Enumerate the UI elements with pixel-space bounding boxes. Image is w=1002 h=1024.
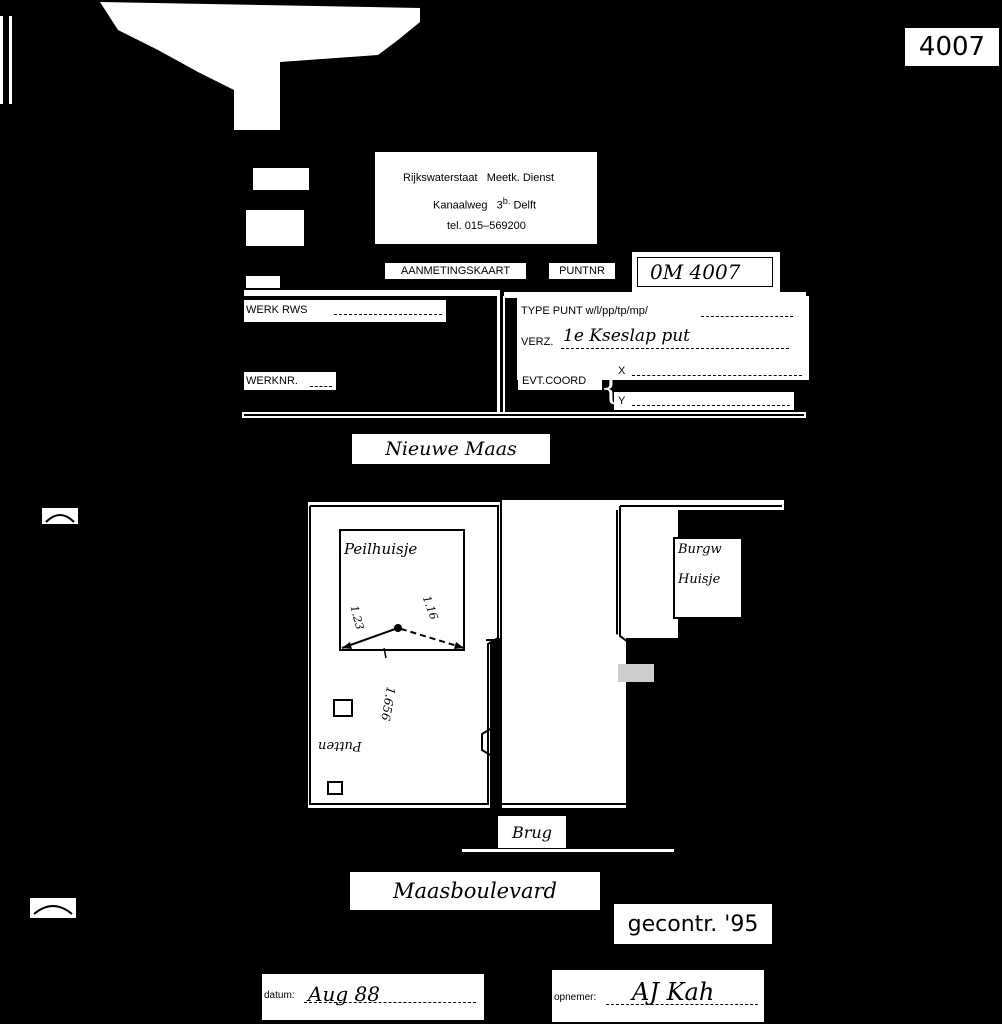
left-edge-inner — [3, 16, 9, 104]
peilhuisje-label: Peilhuisje — [344, 540, 418, 558]
burgw-label-2: Huisje — [678, 572, 721, 587]
scrap-3 — [246, 276, 280, 288]
header-stamp: Rijkswaterstaat Meetk. Dienst Kanaalweg … — [375, 152, 597, 244]
werknr-field: WERKNR. — [244, 372, 336, 390]
werk-field: WERK RWS — [244, 300, 446, 322]
margin-mark-1 — [42, 508, 78, 524]
brug-underline — [462, 849, 674, 852]
datum-label: datum: — [264, 990, 295, 1001]
scrap-2 — [246, 210, 304, 246]
checked-box: gecontr. '95 — [614, 904, 772, 944]
opnemer-label: opnemer: — [554, 992, 597, 1003]
header-street: Kanaalweg — [433, 199, 488, 212]
putten-label: Putten — [318, 738, 362, 753]
type-options: w/l/pp/tp/mp/ — [585, 305, 648, 317]
werk-label: WERK RWS — [246, 304, 308, 316]
opnemer-field: opnemer: AJ Kah — [552, 970, 764, 1022]
street-box: Maasboulevard — [350, 872, 600, 910]
x-field: X — [614, 364, 808, 380]
street-label: Maasboulevard — [393, 879, 557, 903]
werknr-label: WERKNR. — [246, 375, 298, 387]
scrap-1 — [253, 168, 309, 190]
top-blot — [100, 2, 420, 130]
evt-label: EVT.COORD — [518, 372, 602, 390]
puntnr-box: 0M 4007 — [632, 252, 780, 292]
opnemer-value: AJ Kah — [632, 978, 715, 1006]
checked-label: gecontr. '95 — [627, 911, 759, 937]
y-field: Y — [614, 392, 794, 410]
rule-top-right — [504, 292, 806, 298]
puntnr-label: PUNTNR — [549, 263, 615, 279]
sketch-map — [306, 498, 784, 814]
river-label: Nieuwe Maas — [385, 438, 517, 460]
corner-number: 4007 — [918, 32, 986, 62]
y-label: Y — [618, 395, 626, 407]
corner-number-box: 4007 — [905, 28, 999, 66]
type-label: TYPE PUNT — [521, 305, 583, 317]
header-address: Kanaalweg 3b. Delft — [433, 196, 536, 212]
datum-field: datum: Aug 88 — [262, 974, 484, 1020]
header-dept: Meetk. Dienst — [486, 172, 554, 184]
header-org: Rijkswaterstaat — [403, 172, 478, 184]
rule-top-left — [244, 290, 500, 296]
header-phone: tel. 015–569200 — [447, 220, 526, 232]
margin-mark-2 — [30, 898, 76, 918]
brug-box: Brug — [498, 816, 566, 848]
brug-label: Brug — [512, 822, 552, 842]
type-row: TYPE PUNT w/l/pp/tp/mp/ — [521, 305, 648, 317]
verz-value: 1e Kseslap put — [563, 326, 691, 346]
header-org-line: Rijkswaterstaat Meetk. Dienst — [403, 172, 554, 184]
header-no: 3 — [496, 199, 503, 212]
verz-label: VERZ. — [521, 336, 554, 348]
card-title: AANMETINGSKAART — [385, 263, 526, 279]
x-label: X — [618, 365, 626, 377]
header-sup: b. — [502, 196, 511, 206]
burgw-label-1: Burgw — [678, 542, 722, 557]
river-label-box: Nieuwe Maas — [352, 434, 550, 464]
puntnr-value: 0M 4007 — [650, 260, 741, 284]
header-city: Delft — [513, 199, 537, 212]
